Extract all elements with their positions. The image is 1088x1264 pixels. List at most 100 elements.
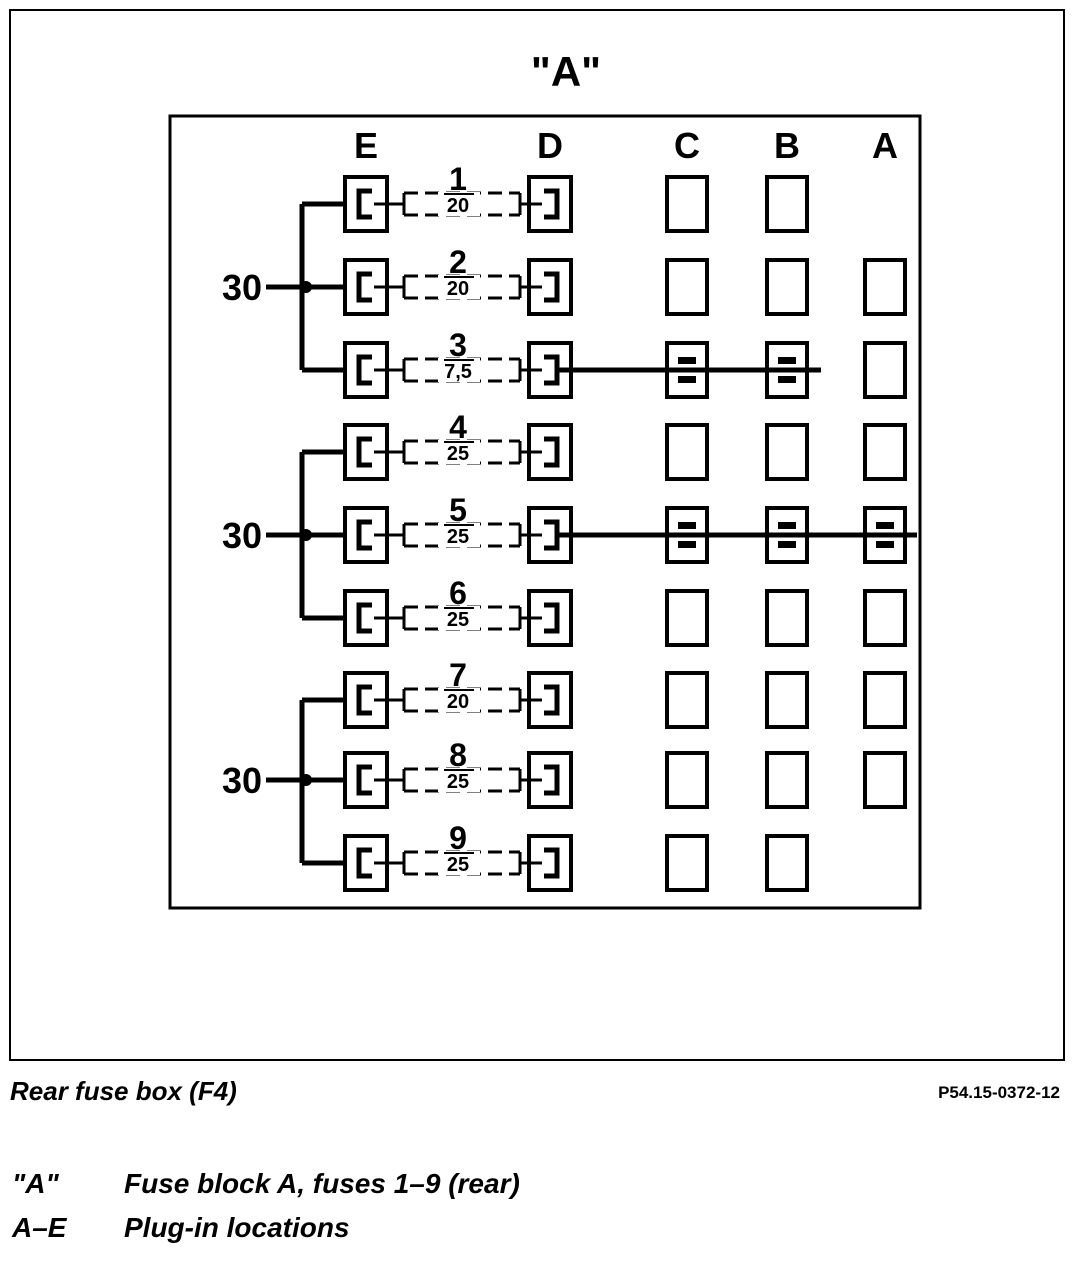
b-socket [765,175,809,233]
diagram-title: "A" [531,48,601,95]
c-socket [665,589,709,647]
fuse-rating-7: 20 [447,691,469,713]
fuse-rating-2: 20 [447,278,469,300]
d-socket-contact [544,354,560,386]
rating-backdrop [438,523,480,547]
bridge-contact [876,541,894,548]
feed-junction [300,774,312,786]
e-socket-contact [356,602,372,634]
bridge-contact [778,522,796,529]
feed-junction [300,281,312,293]
e-socket-contact [356,271,372,303]
fuse-number-5: 5 [449,492,467,528]
b-socket [765,258,809,316]
fuse-body [404,850,520,876]
b-socket [765,751,809,809]
rating-backdrop [438,358,480,382]
bridge-contact [778,541,796,548]
fuse-block-frame [168,114,922,910]
b-socket [765,589,809,647]
fuse-number-9: 9 [449,820,467,856]
b-socket [765,671,809,729]
legend-key-1: "A" [12,1168,59,1199]
rating-backdrop [438,768,480,792]
a-socket [863,671,907,729]
rating-backdrop [438,275,480,299]
a-socket [863,258,907,316]
d-socket-contact [544,847,560,879]
fuse-number-8: 8 [449,737,467,773]
fuse-body [404,274,520,300]
fuse-rating-1: 20 [447,195,469,217]
terminal-label-30: 30 [222,515,262,556]
fuse-rating-4: 25 [447,443,469,465]
bridge-contact [678,376,696,383]
d-socket-contact [544,602,560,634]
d-socket-contact [544,684,560,716]
c-socket [665,175,709,233]
legend-text-1: Fuse block A, fuses 1–9 (rear) [124,1168,520,1199]
fuse-number-3: 3 [449,327,467,363]
fuse-body [404,522,520,548]
rating-backdrop [438,440,480,464]
fuse-rating-6: 25 [447,609,469,631]
column-header-d: D [537,125,563,166]
rating-backdrop [438,851,480,875]
column-header-c: C [674,125,700,166]
a-socket [863,589,907,647]
bridge-contact [876,522,894,529]
c-socket [665,423,709,481]
fuse-rating-3: 7,5 [444,361,472,383]
d-socket-contact [544,188,560,220]
figure-caption: Rear fuse box (F4) [10,1076,237,1106]
e-socket-contact [356,354,372,386]
e-socket-contact [356,764,372,796]
outer-frame [9,9,1065,1061]
fuse-number-4: 4 [449,409,467,445]
fuse-body [404,605,520,631]
figure-reference: P54.15-0372-12 [938,1083,1060,1102]
rating-backdrop [438,606,480,630]
fuse-rating-5: 25 [447,526,469,548]
c-socket [665,671,709,729]
a-socket [863,341,907,399]
legend-text-2: Plug-in locations [124,1212,350,1243]
fuse-body [404,439,520,465]
e-socket-contact [356,188,372,220]
terminal-label-30: 30 [222,267,262,308]
column-header-a: A [872,125,898,166]
a-socket [863,423,907,481]
d-socket-contact [544,271,560,303]
b-socket [765,834,809,892]
fuse-rating-9: 25 [447,854,469,876]
e-socket-contact [356,519,372,551]
feed-junction [300,529,312,541]
c-socket [665,258,709,316]
rating-backdrop [438,688,480,712]
b-socket [765,423,809,481]
bridge-contact [678,522,696,529]
d-socket-contact [544,436,560,468]
fuse-number-2: 2 [449,244,467,280]
fuse-body [404,357,520,383]
bridge-contact [678,357,696,364]
e-socket-contact [356,847,372,879]
e-socket-contact [356,684,372,716]
c-socket [665,834,709,892]
d-socket-contact [544,519,560,551]
bridge-contact [678,541,696,548]
a-socket [863,751,907,809]
fuse-number-6: 6 [449,575,467,611]
fuse-body [404,767,520,793]
c-socket [665,751,709,809]
d-socket-contact [544,764,560,796]
column-header-e: E [354,125,378,166]
bridge-contact [778,357,796,364]
e-socket-contact [356,436,372,468]
fuse-number-1: 1 [449,161,467,197]
bridge-contact [778,376,796,383]
fuse-number-7: 7 [449,657,467,693]
fuse-rating-8: 25 [447,771,469,793]
terminal-label-30: 30 [222,760,262,801]
